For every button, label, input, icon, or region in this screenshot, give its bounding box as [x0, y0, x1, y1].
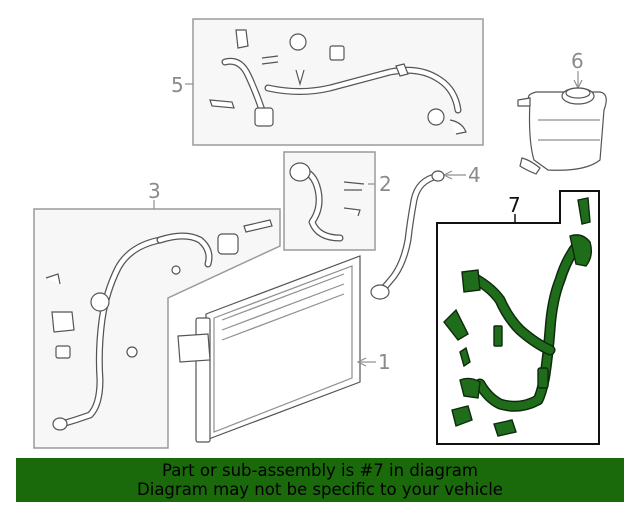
callout-1: 1 [378, 350, 391, 374]
banner-line-2: Diagram may not be specific to your vehi… [137, 480, 503, 499]
callout-4: 4 [468, 163, 481, 187]
callout-6: 6 [571, 49, 584, 73]
banner-line-1: Part or sub-assembly is #7 in diagram [162, 461, 478, 480]
part-group-7-highlighted[interactable] [436, 190, 600, 445]
group-3-frame [33, 208, 281, 449]
part-group-6[interactable] [517, 71, 607, 175]
part-group-5[interactable] [185, 18, 484, 146]
part-group-2[interactable] [283, 151, 376, 251]
assembly-notice-banner: Part or sub-assembly is #7 in diagram Di… [16, 458, 624, 502]
parts-diagram: 5 6 2 4 3 1 7 [33, 18, 607, 449]
callout-5: 5 [171, 73, 184, 97]
callout-2: 2 [379, 172, 392, 196]
part-group-1[interactable] [177, 255, 376, 443]
callout-7: 7 [508, 193, 521, 217]
part-group-4[interactable] [370, 170, 466, 300]
part-group-3[interactable] [33, 200, 281, 449]
callout-3: 3 [148, 179, 161, 203]
